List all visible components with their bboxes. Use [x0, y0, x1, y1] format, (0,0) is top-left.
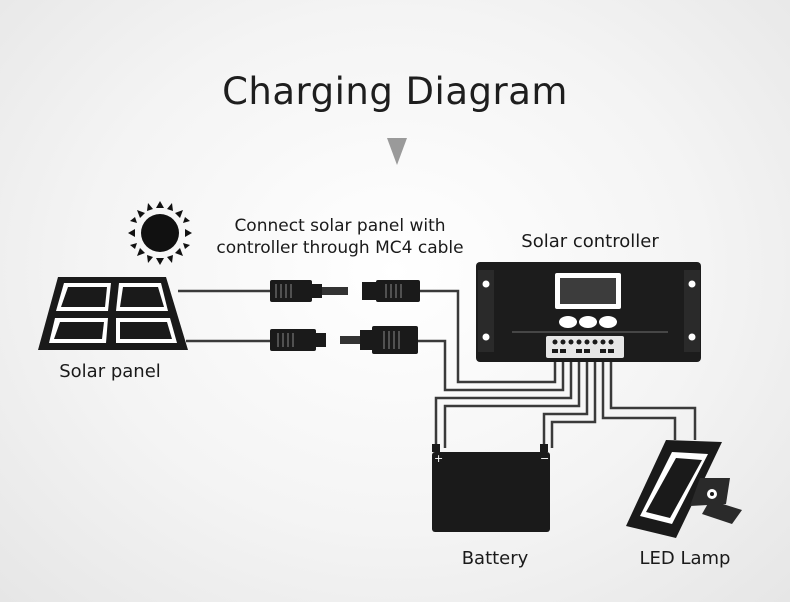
controller-button-1	[559, 316, 577, 328]
connection-note: Connect solar panel with controller thro…	[216, 216, 464, 258]
battery: + −	[432, 444, 550, 532]
svg-text:+: +	[434, 452, 443, 465]
solar-panel-label: Solar panel	[59, 361, 161, 382]
controller-button-3	[599, 316, 617, 328]
chevron-down-icon	[387, 138, 407, 165]
sun-icon	[128, 201, 192, 265]
battery-label: Battery	[461, 548, 529, 569]
svg-text:−: −	[540, 452, 549, 465]
panel-wires	[178, 289, 270, 343]
page-title: Charging Diagram	[222, 70, 568, 113]
controller-wires	[418, 289, 697, 448]
solar-controller-label: Solar controller	[521, 231, 659, 252]
led-lamp-label: LED Lamp	[639, 548, 731, 569]
led-lamp	[626, 440, 742, 538]
controller-terminal-strip	[546, 336, 624, 358]
controller-button-2	[579, 316, 597, 328]
solar-panel	[38, 277, 188, 350]
solar-controller	[476, 262, 701, 362]
mc4-connector-top	[270, 280, 420, 302]
mc4-connector-bottom	[270, 326, 418, 354]
